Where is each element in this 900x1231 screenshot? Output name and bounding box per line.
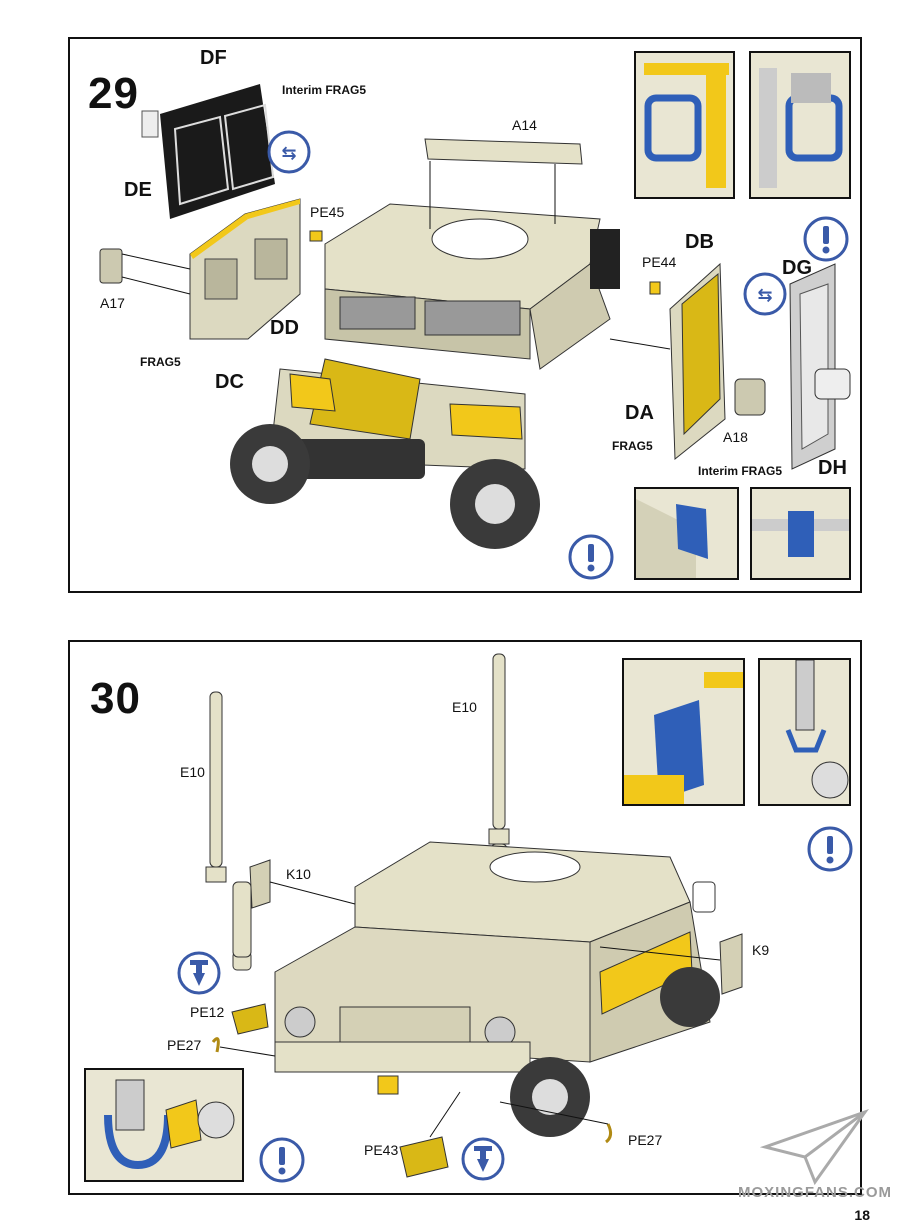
- attention-icon: [259, 1137, 305, 1183]
- door-set-da-db: [669, 262, 726, 461]
- door-label-dg: DG: [782, 257, 812, 279]
- variant-frag5-left: FRAG5: [140, 355, 181, 369]
- attention-icon: [568, 534, 614, 580]
- page-number: 18: [854, 1207, 870, 1223]
- paper-plane-logo-icon: [760, 1109, 869, 1186]
- detail-inset-door-handle-2: [749, 51, 851, 199]
- part-a17: [99, 248, 123, 284]
- part-k9: [719, 933, 743, 995]
- attention-icon: [807, 826, 853, 872]
- detail-inset-pe-bracket-1: [634, 487, 739, 580]
- door-set-dc-dd: [189, 198, 301, 340]
- drill-hole-icon: [177, 951, 221, 995]
- door-label-da: DA: [625, 402, 654, 424]
- part-a18: [734, 378, 766, 416]
- step-30-illustration: [205, 653, 743, 1178]
- part-pe12: [231, 1003, 269, 1035]
- part-pe27-left: [211, 1037, 220, 1053]
- drill-hole-icon: [461, 1137, 505, 1181]
- variant-interim-frag5-top: Interim FRAG5: [282, 83, 367, 97]
- part-label-a18: A18: [723, 429, 748, 445]
- door-set-dg-dh: [789, 263, 851, 470]
- step-number: 30: [90, 674, 141, 723]
- part-label-k10: K10: [286, 866, 311, 882]
- step-30-panel: 30: [68, 640, 869, 1195]
- step-number: 29: [88, 69, 139, 118]
- flip-direction-icon: ⇆: [743, 272, 787, 316]
- humvee-body: [230, 203, 620, 549]
- detail-inset-door-handle-1: [634, 51, 735, 199]
- detail-inset-hook: [84, 1068, 244, 1182]
- detail-inset-antenna-mount-2: [758, 658, 851, 806]
- part-pe43: [399, 1136, 449, 1178]
- part-label-e10-center: E10: [452, 699, 477, 715]
- variant-frag5-right: FRAG5: [612, 439, 653, 453]
- part-label-pe44: PE44: [642, 254, 677, 270]
- door-label-dh: DH: [818, 457, 847, 479]
- door-label-dc: DC: [215, 371, 244, 393]
- part-label-k9: K9: [752, 942, 770, 958]
- part-label-pe27-right: PE27: [628, 1132, 663, 1148]
- door-label-df: DF: [200, 47, 227, 69]
- part-label-a14: A14: [512, 117, 537, 133]
- door-label-dd: DD: [270, 317, 299, 339]
- detail-inset-pe-bracket-2: [750, 487, 851, 580]
- variant-interim-frag5-right: Interim FRAG5: [698, 464, 783, 478]
- attention-icon: [803, 216, 849, 262]
- part-a14: [424, 138, 583, 165]
- part-k10: [249, 859, 271, 909]
- part-label-a17: A17: [100, 295, 125, 311]
- flip-direction-icon: ⇆: [267, 130, 311, 174]
- door-set-de-df: [141, 84, 275, 219]
- part-label-pe27-left: PE27: [167, 1037, 202, 1053]
- step-29-illustration: [99, 84, 851, 549]
- detail-inset-antenna-mount-1: [622, 658, 745, 806]
- part-pe27-right: [605, 1123, 613, 1144]
- door-label-db: DB: [685, 231, 714, 253]
- part-label-pe12: PE12: [190, 1004, 225, 1020]
- part-label-e10-left: E10: [180, 764, 205, 780]
- watermark: MOXINGFANS.COM: [738, 1184, 893, 1201]
- door-label-de: DE: [124, 179, 152, 201]
- svg-text:⇆: ⇆: [281, 143, 296, 164]
- part-e10-antenna-left: [205, 691, 252, 971]
- part-label-pe45: PE45: [310, 204, 345, 220]
- step-29-panel: 29: [68, 37, 862, 593]
- svg-text:⇆: ⇆: [757, 285, 772, 306]
- humvee-body: [274, 841, 720, 1137]
- part-label-pe43: PE43: [364, 1142, 399, 1158]
